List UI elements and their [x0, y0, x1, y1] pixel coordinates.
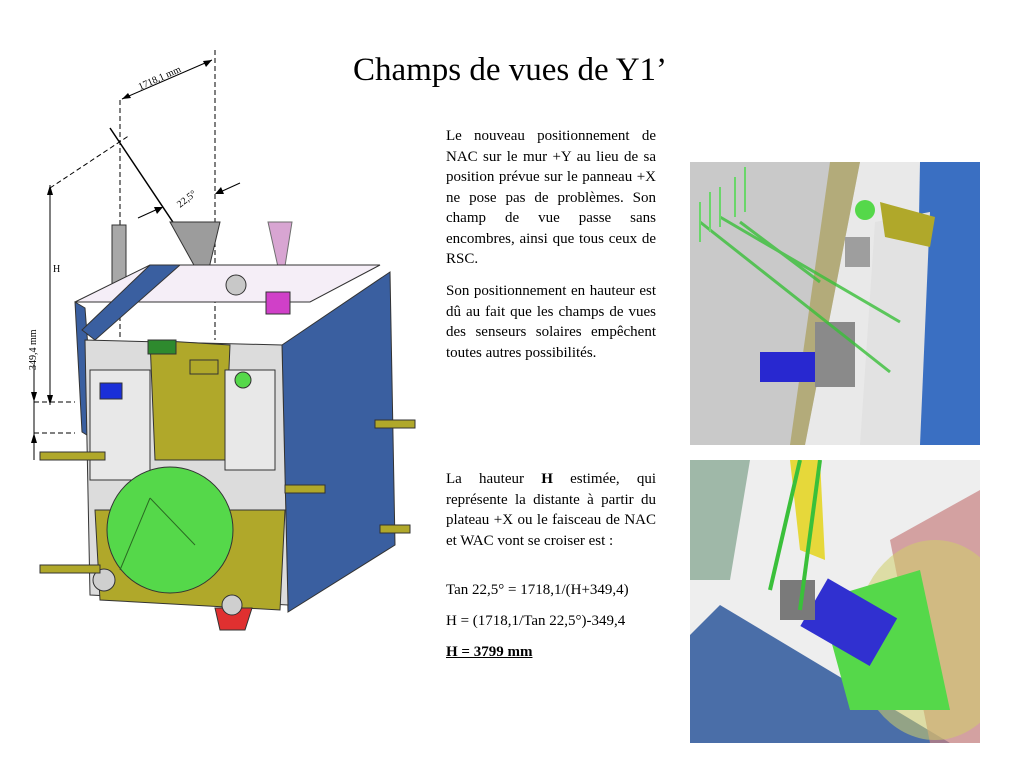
dim-angle-label: 22,5° [175, 188, 199, 210]
paragraph-height-reason: Son positionnement en hauteur est dû au … [446, 283, 656, 361]
paragraph3-bold: H [541, 471, 553, 487]
equation-tan: Tan 22,5° = 1718,1/(H+349,4) [446, 582, 629, 598]
spacecraft-body [39, 221, 416, 631]
result-h: H = 3799 mm [446, 644, 533, 660]
equation-h: H = (1718,1/Tan 22,5°)-349,4 [446, 613, 626, 629]
paragraph3-before: La hauteur [446, 471, 542, 487]
nac-view-bottom [690, 460, 980, 743]
dim-width-label: 1718,1 mm [137, 64, 183, 93]
dim-offset-label: 349,4 mm [28, 329, 39, 370]
dim-height-label: H [53, 264, 60, 275]
paragraph-nac-position: Le nouveau positionnement de NAC sur le … [446, 128, 656, 267]
paragraph3-after: estimée, qui représente la distante à pa… [446, 471, 656, 549]
spacecraft-diagram: 1718,1 mm 22,5° H 349,4 mm [28, 50, 416, 631]
slide-title: Champs de vues de Y1’ [352, 52, 668, 88]
paragraph-height-definition: La hauteur H estimée, qui représente la … [446, 469, 656, 551]
nac-view-top [690, 162, 980, 445]
